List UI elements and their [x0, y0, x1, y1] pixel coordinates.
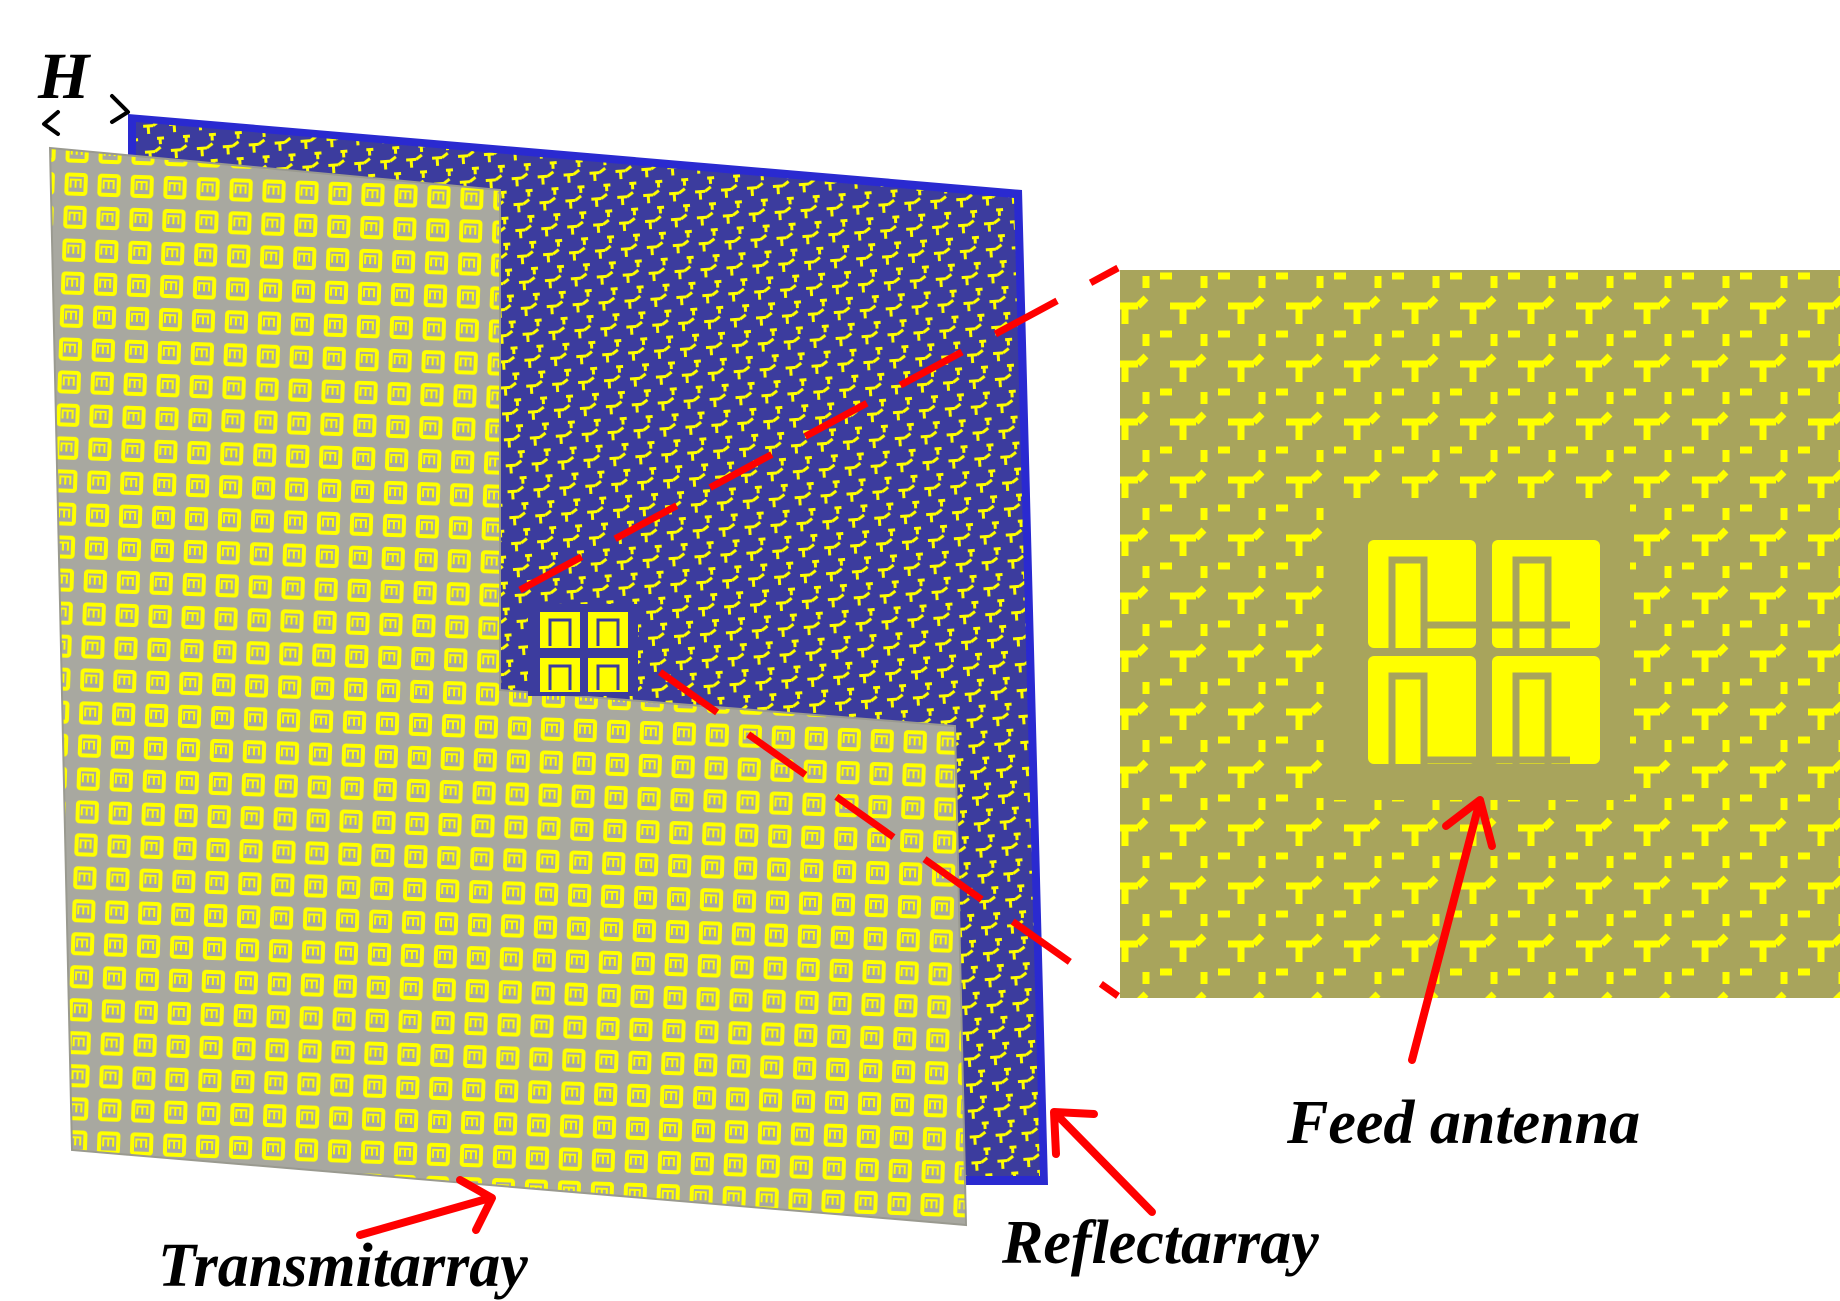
feed-antenna-label: Feed antenna [1286, 1089, 1640, 1157]
transmitarray-label: Transmitarray [158, 1232, 528, 1300]
callout-line-upper [518, 264, 1120, 594]
zoom-feed-antenna [1368, 540, 1600, 764]
zoom-view [1120, 270, 1840, 998]
transmitarray-arrow [356, 1176, 496, 1239]
h-arrow-left-icon [42, 110, 60, 136]
zoom-callout-lines [518, 264, 1121, 999]
feed-antenna-arrow [1408, 796, 1496, 1064]
reflectarray-label: Reflectarray [1001, 1209, 1319, 1277]
transmitarray-panel [48, 146, 968, 1227]
h-label: H [37, 40, 92, 113]
reflectarray-arrow [1050, 1108, 1156, 1216]
feed-antenna-small [528, 604, 638, 696]
h-arrow-right-icon [110, 94, 130, 124]
callout-line-lower [657, 669, 1121, 999]
h-marker: H [37, 40, 130, 136]
